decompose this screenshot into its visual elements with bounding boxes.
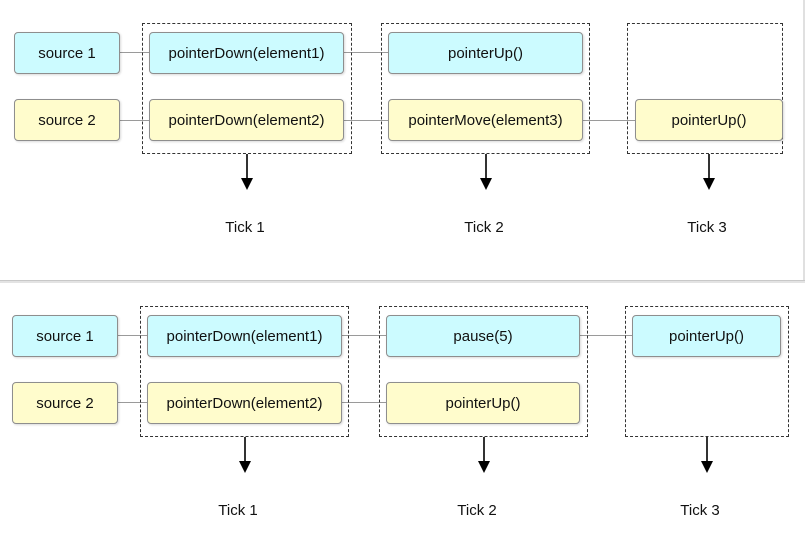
tick-1-box: [140, 306, 349, 437]
down-arrow-icon: [241, 154, 253, 190]
connector-line: [342, 335, 387, 336]
action-node-source1-tick2: pointerUp(): [388, 32, 583, 74]
tick-3-box: [627, 23, 783, 154]
diagram-panel-bottom: source 1 source 2 pointerDown(element1) …: [0, 283, 805, 552]
tick-2-box: [381, 23, 590, 154]
tick-3-label: Tick 3: [687, 219, 727, 236]
connector-line: [118, 335, 147, 336]
tick-2-label: Tick 2: [457, 502, 497, 519]
connector-line: [342, 402, 387, 403]
diagram-panel-top: source 1 source 2 pointerDown(element1) …: [14, 0, 805, 280]
action-node-source1-tick1: pointerDown(element1): [149, 32, 344, 74]
down-arrow-icon: [478, 437, 490, 473]
connector-line: [120, 52, 149, 53]
action-node-source1-tick2: pause(5): [386, 315, 580, 357]
tick-1-label: Tick 1: [225, 219, 265, 236]
source-2-node: source 2: [12, 382, 118, 424]
down-arrow-icon: [703, 154, 715, 190]
tick-1-box: [142, 23, 352, 154]
action-node-source1-tick3: pointerUp(): [632, 315, 781, 357]
connector-line: [120, 120, 149, 121]
connector-line: [344, 120, 389, 121]
action-node-source2-tick1: pointerDown(element2): [147, 382, 342, 424]
source-1-node: source 1: [14, 32, 120, 74]
action-node-source2-tick1: pointerDown(element2): [149, 99, 344, 141]
down-arrow-icon: [480, 154, 492, 190]
source-1-node: source 1: [12, 315, 118, 357]
action-node-source2-tick2: pointerMove(element3): [388, 99, 583, 141]
action-node-source2-tick3: pointerUp(): [635, 99, 783, 141]
tick-2-label: Tick 2: [464, 219, 504, 236]
tick-1-label: Tick 1: [218, 502, 258, 519]
down-arrow-icon: [701, 437, 713, 473]
connector-line: [582, 120, 635, 121]
panel-divider: [0, 280, 805, 283]
tick-3-label: Tick 3: [680, 502, 720, 519]
down-arrow-icon: [239, 437, 251, 473]
source-2-node: source 2: [14, 99, 120, 141]
connector-line: [580, 335, 632, 336]
tick-3-box: [625, 306, 789, 437]
connector-line: [118, 402, 147, 403]
action-node-source2-tick2: pointerUp(): [386, 382, 580, 424]
action-node-source1-tick1: pointerDown(element1): [147, 315, 342, 357]
tick-2-box: [379, 306, 588, 437]
connector-line: [344, 52, 389, 53]
panel-edge: [803, 0, 805, 280]
